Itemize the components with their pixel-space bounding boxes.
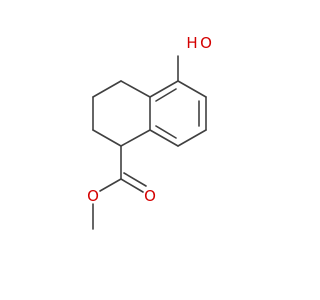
molecule-svg: H O O O [87, 34, 212, 230]
bond-carbonyl-o-1 [120, 178, 144, 193]
ester-o-label: O [87, 187, 99, 205]
bonds [92, 55, 207, 230]
hydroxyl-o-label: O [200, 34, 212, 52]
bond-ester-o [99, 178, 122, 192]
bond-ar-6 [149, 80, 179, 98]
bond-carbonyl-o-2 [123, 172, 147, 187]
bond-ar-3 [177, 129, 207, 147]
hydroxyl-h-label: H [186, 34, 197, 52]
bond-sat-4 [92, 129, 122, 147]
atom-labels: H O O O [87, 34, 212, 205]
bond-ar-1 [177, 80, 207, 98]
bond-sat-1 [120, 80, 151, 98]
bond-sat-5 [120, 129, 151, 147]
bond-ar-4-inner [155, 125, 177, 139]
carbonyl-o-label: O [144, 187, 156, 205]
bond-ar-6-inner [155, 88, 177, 102]
structure-diagram: H O O O [87, 34, 212, 230]
bond-ar-4 [149, 129, 179, 147]
bond-sat-2 [92, 80, 122, 98]
